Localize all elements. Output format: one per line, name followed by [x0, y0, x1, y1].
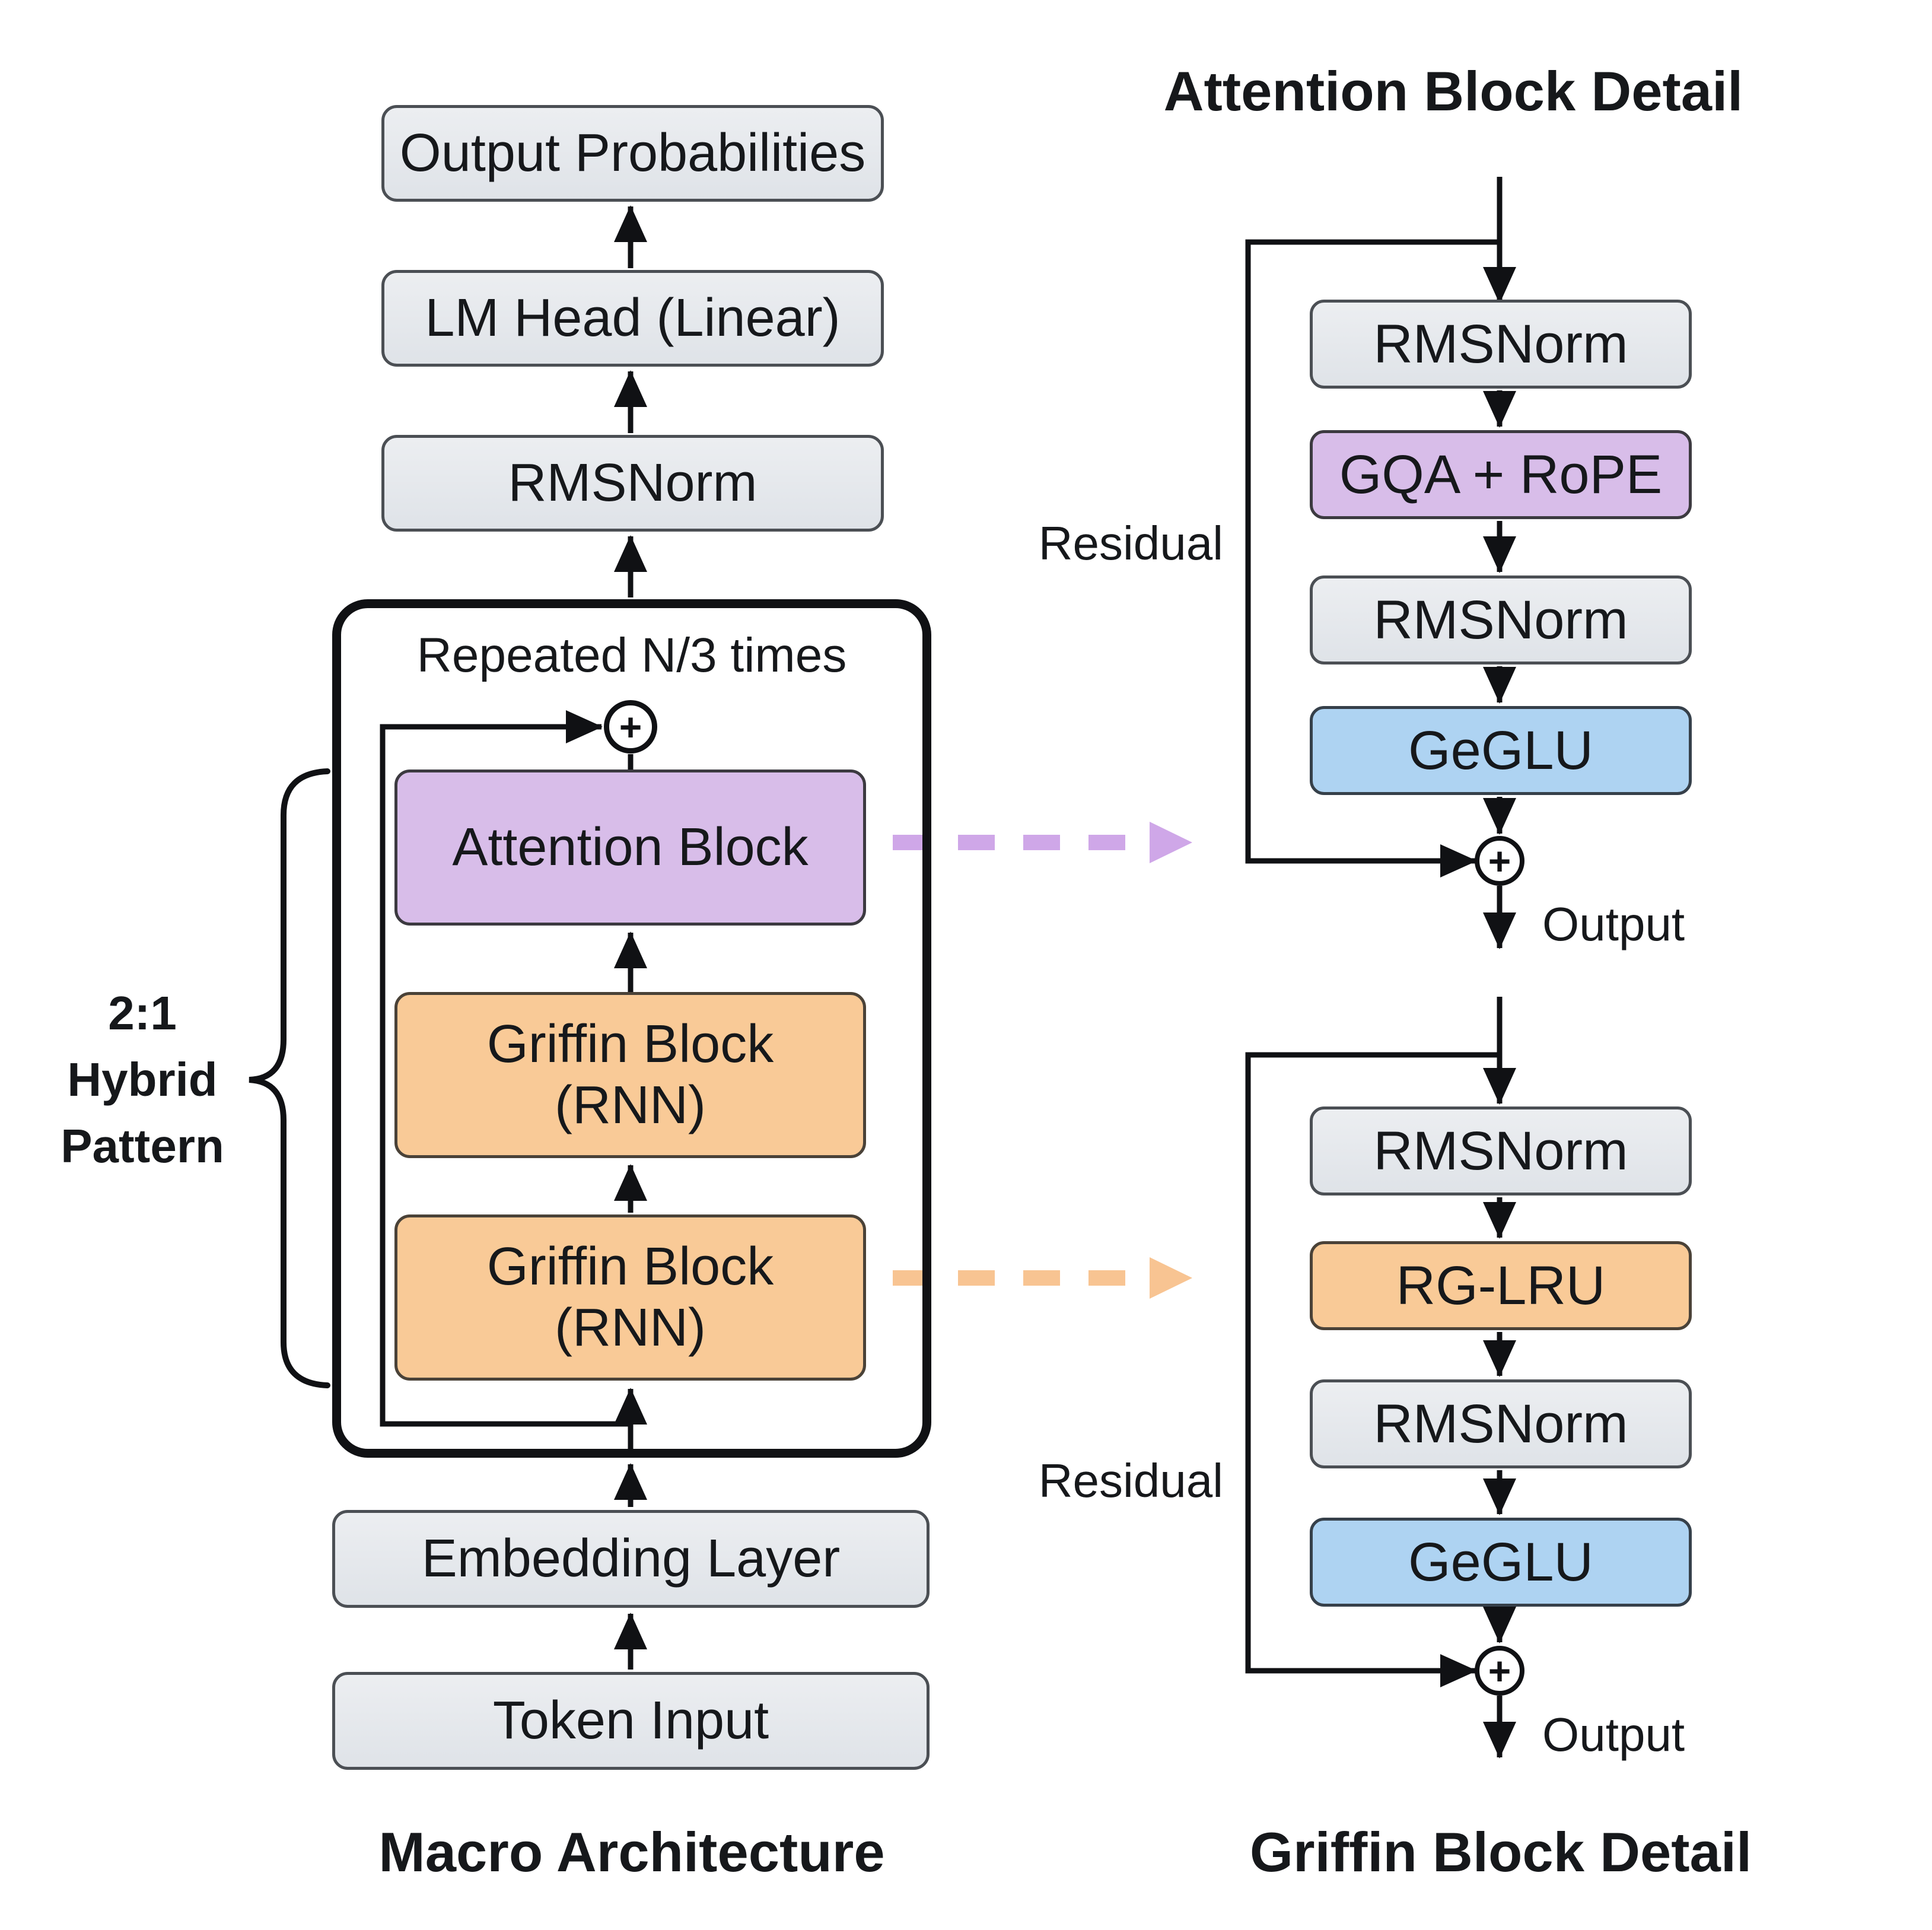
griffin-rmsnorm-mid-label: RMSNorm — [1373, 1393, 1628, 1454]
griffin-geglu-box: GeGLU — [1310, 1518, 1692, 1607]
plus-icon: + — [1488, 1649, 1511, 1693]
griffin-detail-pointer-arrow — [893, 1257, 1192, 1299]
attention-rmsnorm-pre-label: RMSNorm — [1373, 313, 1628, 374]
attention-rmsnorm-pre-box: RMSNorm — [1310, 300, 1692, 389]
output-probabilities-label: Output Probabilities — [399, 123, 866, 183]
griffin-rmsnorm-pre-box: RMSNorm — [1310, 1107, 1692, 1195]
token-input-label: Token Input — [492, 1691, 769, 1750]
griffin-block-1-line2: (RNN) — [555, 1076, 706, 1135]
gqa-rope-box: GQA + RoPE — [1310, 430, 1692, 519]
hybrid-pattern-line2: Hybrid — [67, 1053, 218, 1106]
griffin-block-2-line2: (RNN) — [555, 1298, 706, 1357]
hybrid-pattern-line1: 2:1 — [108, 987, 177, 1039]
griffin-rmsnorm-pre-label: RMSNorm — [1373, 1120, 1628, 1181]
griffin-block-1-line1: Griffin Block — [486, 1015, 774, 1074]
griffin-output-label: Output — [1542, 1708, 1685, 1761]
plus-icon: + — [1488, 839, 1511, 883]
lm-head-box: LM Head (Linear) — [381, 270, 884, 367]
gqa-rope-label: GQA + RoPE — [1339, 444, 1663, 505]
embedding-layer-box: Embedding Layer — [332, 1510, 930, 1608]
repeated-block-container — [332, 599, 931, 1458]
attention-residual-add-node: + — [1475, 836, 1524, 886]
token-input-box: Token Input — [332, 1672, 930, 1770]
attention-rmsnorm-mid-label: RMSNorm — [1373, 589, 1628, 650]
griffin-rmsnorm-mid-box: RMSNorm — [1310, 1379, 1692, 1468]
griffin-residual-add-node: + — [1475, 1646, 1524, 1696]
rmsnorm-final-label: RMSNorm — [508, 453, 757, 513]
griffin-block-2-line1: Griffin Block — [486, 1237, 774, 1297]
rmsnorm-final-box: RMSNorm — [381, 435, 884, 532]
griffin-residual-label: Residual — [1038, 1454, 1223, 1507]
embedding-layer-label: Embedding Layer — [421, 1529, 841, 1588]
attention-detail-pointer-arrow — [893, 822, 1192, 863]
repeat-count-label: Repeated N/3 times — [416, 628, 847, 682]
griffin-detail-title: Griffin Block Detail — [1249, 1821, 1752, 1883]
attention-rmsnorm-mid-box: RMSNorm — [1310, 575, 1692, 664]
griffin-geglu-label: GeGLU — [1408, 1531, 1593, 1592]
attention-geglu-label: GeGLU — [1408, 720, 1593, 781]
attention-detail-title: Attention Block Detail — [1163, 60, 1743, 122]
attention-residual-label: Residual — [1038, 517, 1223, 570]
rg-lru-box: RG-LRU — [1310, 1241, 1692, 1330]
attention-block-label: Attention Block — [452, 818, 809, 877]
plus-icon: + — [619, 705, 642, 749]
rg-lru-label: RG-LRU — [1396, 1255, 1606, 1316]
hybrid-pattern-line3: Pattern — [61, 1120, 224, 1172]
hybrid-pattern-label: 2:1 Hybrid Pattern — [36, 980, 249, 1179]
griffin-block-1-box: Griffin Block (RNN) — [394, 992, 866, 1158]
output-probabilities-box: Output Probabilities — [381, 105, 884, 202]
attention-geglu-box: GeGLU — [1310, 706, 1692, 795]
macro-architecture-caption: Macro Architecture — [378, 1821, 885, 1883]
lm-head-label: LM Head (Linear) — [425, 288, 841, 348]
macro-residual-add-node: + — [604, 700, 657, 753]
attention-output-label: Output — [1542, 898, 1685, 950]
griffin-block-2-box: Griffin Block (RNN) — [394, 1214, 866, 1381]
attention-block-box: Attention Block — [394, 770, 866, 926]
hybrid-pattern-brace — [249, 768, 330, 1388]
